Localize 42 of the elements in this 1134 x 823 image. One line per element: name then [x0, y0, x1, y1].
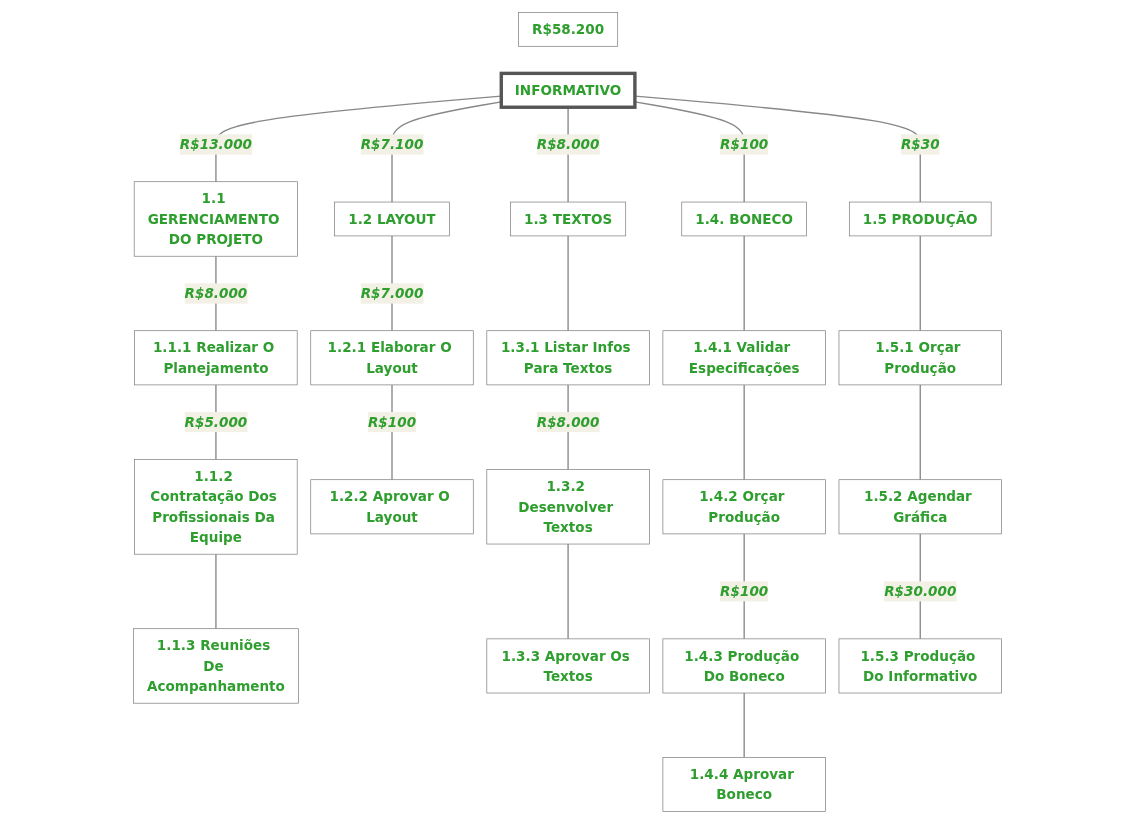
connector — [743, 383, 745, 480]
node-box: 1.1 GERENCIAMENTO DO PROJETO — [133, 180, 298, 257]
node-box: 1.5.1 Orçar Produção — [838, 329, 1002, 385]
connector — [566, 234, 569, 331]
edge-label: R$13.000 — [179, 135, 252, 153]
node-box: INFORMATIVO — [499, 71, 637, 109]
edge-label: R$5.000 — [184, 413, 247, 430]
node-box: 1.4. BONECO — [680, 201, 807, 236]
connector — [919, 383, 921, 480]
node-box: 1.5 PRODUÇÃO — [848, 201, 992, 236]
node-box: 1.3.3 Aprovar Os Textos — [486, 638, 650, 693]
node-box: 1.5.3 Produção Do Informativo — [838, 638, 1002, 693]
node-box: 1.3 TEXTOS — [509, 201, 626, 236]
connector — [919, 234, 921, 331]
edge-label: R$8.000 — [536, 413, 599, 430]
node-box: R$58.200 — [517, 11, 618, 47]
node-box: 1.1.3 Reuniões De Acompanhamento — [132, 627, 299, 704]
edge-label: R$100 — [719, 582, 768, 600]
edge-label: R$8.000 — [184, 284, 247, 302]
connector — [743, 691, 745, 758]
edge-label: R$100 — [719, 135, 768, 153]
edge-label: R$7.100 — [360, 135, 423, 153]
node-box: 1.2.1 Elaborar O Layout — [309, 329, 474, 385]
connector — [743, 234, 745, 331]
edge-label: R$7.000 — [360, 284, 423, 302]
connector — [214, 553, 217, 629]
edge-label: R$30 — [900, 135, 940, 153]
edge-label: R$30.000 — [883, 582, 956, 600]
node-box: 1.4.4 Aprovar Boneco — [662, 756, 826, 812]
node-box: 1.4.3 Produção Do Boneco — [662, 638, 826, 693]
node-box: 1.2 LAYOUT — [333, 201, 450, 236]
edge-label: R$8.000 — [536, 135, 599, 153]
node-box: 1.2.2 Aprovar O Layout — [309, 478, 474, 534]
node-box: 1.1.1 Realizar O Planejamento — [133, 329, 298, 385]
connector — [566, 542, 569, 640]
node-box: 1.1.2 Contratação Dos Profissionais Da Equipe — [133, 458, 298, 555]
node-box: 1.3.1 Listar Infos Para Textos — [486, 329, 650, 385]
edge-label: R$100 — [367, 413, 416, 430]
node-box: 1.5.2 Agendar Gráfica — [838, 478, 1002, 534]
node-box: 1.4.1 Validar Especificações — [662, 329, 826, 385]
node-box: 1.4.2 Orçar Produção — [662, 478, 826, 534]
node-box: 1.3.2 Desenvolver Textos — [486, 468, 650, 544]
